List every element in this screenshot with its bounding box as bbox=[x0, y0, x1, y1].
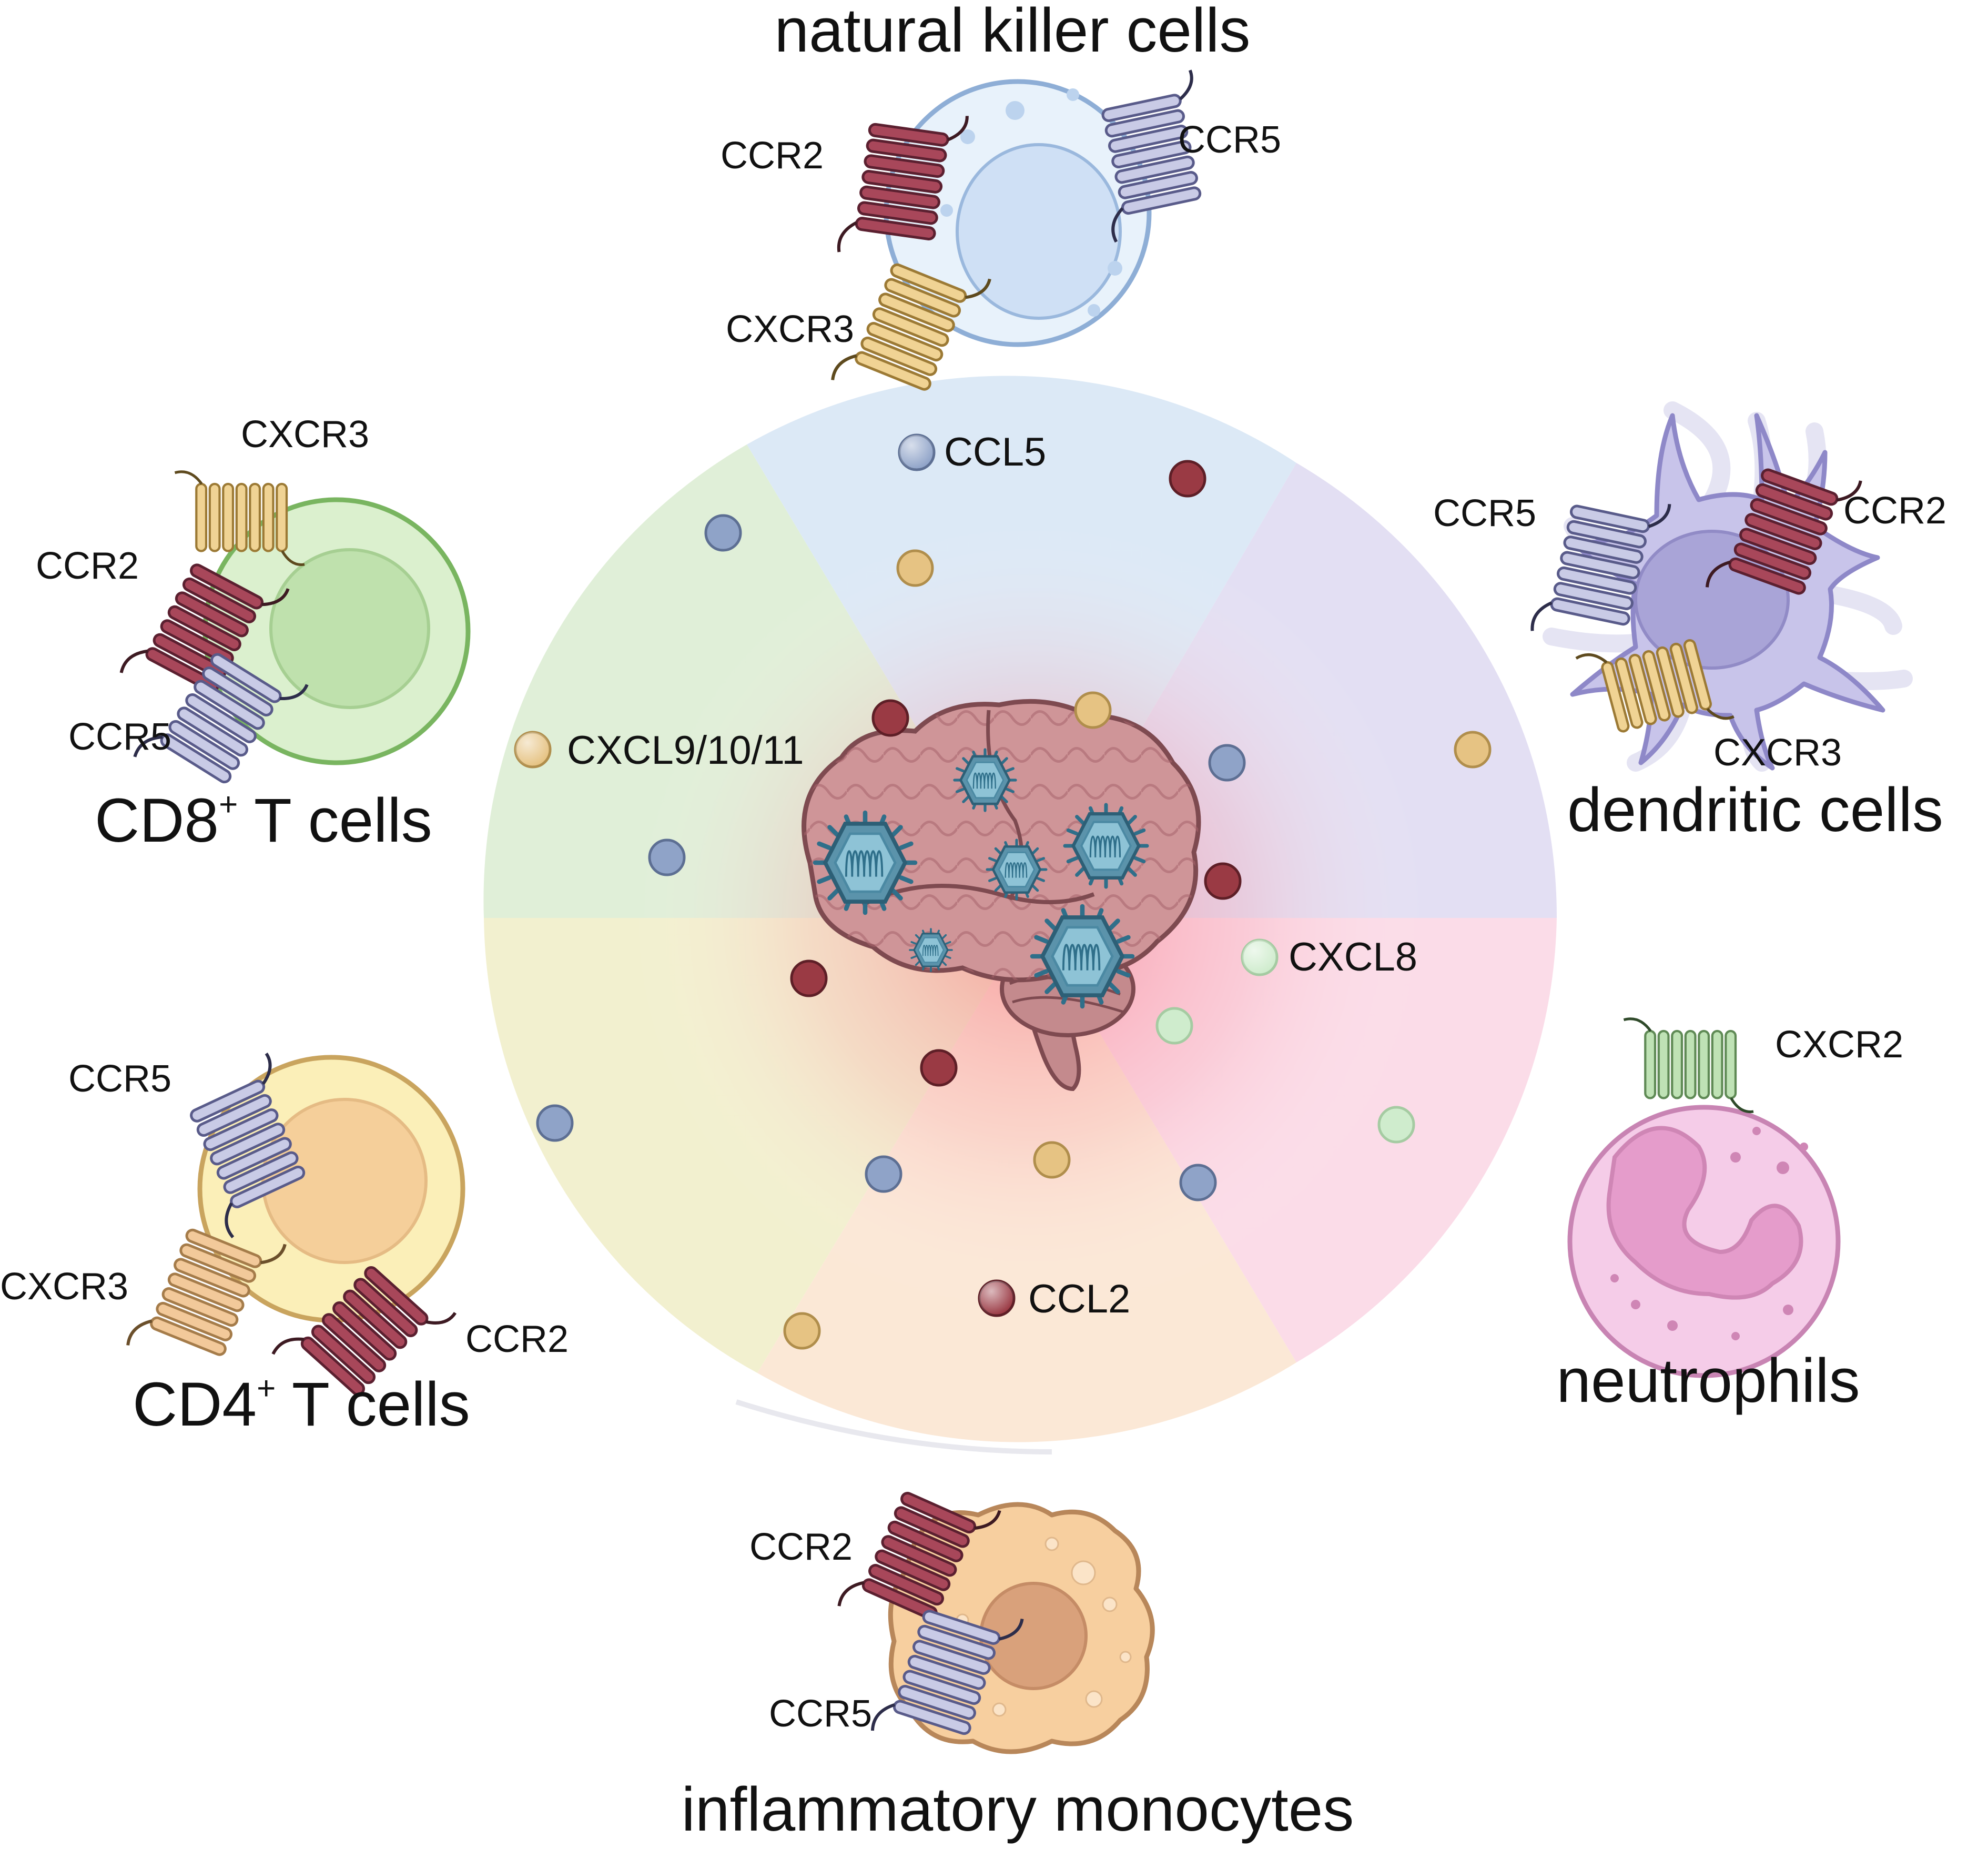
receptor-label: CCR2 bbox=[721, 135, 824, 177]
cell-title-nk: natural killer cells bbox=[775, 0, 1251, 65]
receptor-label: CCR2 bbox=[749, 1526, 853, 1568]
chemokine-label-ccl2: CCL2 bbox=[1028, 1277, 1130, 1321]
cell-title-cd4: CD4+ T cells bbox=[133, 1370, 470, 1439]
receptor-label: CCR5 bbox=[68, 716, 171, 758]
receptor-label: CCR5 bbox=[68, 1058, 171, 1100]
chemokine-label-cxcl8: CXCL8 bbox=[1289, 935, 1417, 979]
virus-icon bbox=[955, 750, 1016, 811]
cell-title-neutrophils: neutrophils bbox=[1556, 1346, 1860, 1416]
receptor-label: CXCR3 bbox=[0, 1266, 128, 1308]
receptor-label: CCR2 bbox=[36, 545, 139, 587]
virus-icon bbox=[815, 813, 915, 913]
receptor-label: CCR5 bbox=[769, 1693, 872, 1735]
virus-icon bbox=[987, 840, 1046, 899]
receptor-label: CXCR3 bbox=[1713, 732, 1842, 774]
cd4-t-cell bbox=[197, 1055, 465, 1323]
cell-title-cd8: CD8+ T cells bbox=[95, 786, 432, 855]
chemokine-label-cxcl9-10-11: CXCL9/10/11 bbox=[567, 728, 804, 773]
virus-icon bbox=[909, 928, 953, 972]
receptor-label: CCR5 bbox=[1178, 119, 1281, 161]
receptor-label: CCR2 bbox=[465, 1318, 569, 1360]
receptor-label: CCR5 bbox=[1433, 492, 1536, 534]
cxcr3-receptor-icon bbox=[175, 472, 305, 565]
chemokine-balls bbox=[514, 433, 1492, 1350]
cell-title-dendritic: dendritic cells bbox=[1567, 775, 1943, 845]
cell-title-monocytes: inflammatory monocytes bbox=[682, 1775, 1354, 1844]
virus-icon bbox=[1065, 805, 1147, 887]
virus-icon bbox=[1032, 906, 1132, 1006]
receptor-label: CXCR2 bbox=[1775, 1024, 1903, 1066]
chemokine-label-ccl5: CCL5 bbox=[944, 430, 1046, 474]
cxcr2-receptor-icon bbox=[1624, 1019, 1754, 1112]
receptor-label: CXCR3 bbox=[241, 413, 369, 456]
receptor-label: CXCR3 bbox=[726, 308, 854, 350]
receptor-label: CCR2 bbox=[1843, 490, 1946, 532]
neutrophil-cell bbox=[1567, 1105, 1841, 1378]
